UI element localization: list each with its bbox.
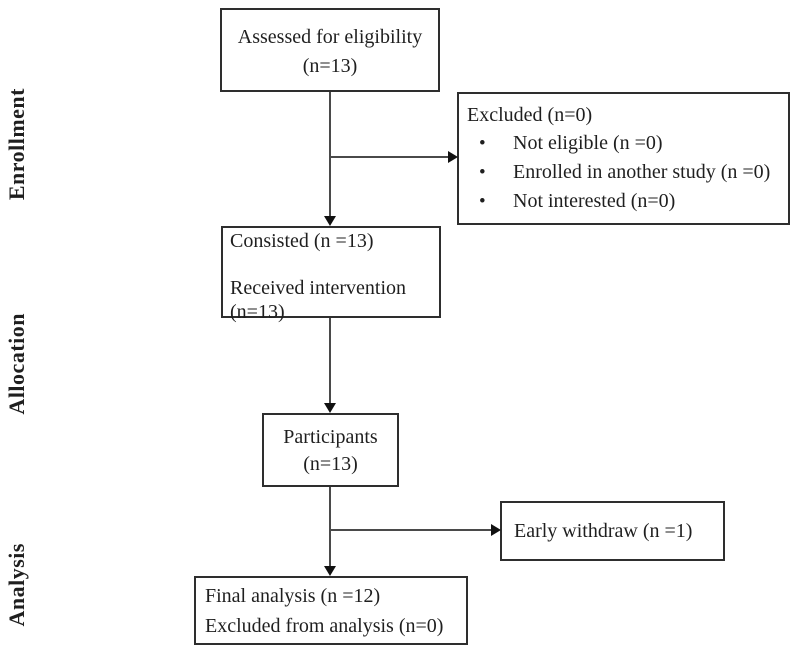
connector-participants-to-final [329, 487, 331, 569]
participants-text: Participants [283, 426, 378, 448]
participants-box: Participants (n=13) [262, 413, 399, 487]
connector-consisted-to-participants [329, 318, 331, 406]
stage-label-enrollment: Enrollment [4, 88, 29, 201]
arrowhead-down-consisted-icon [324, 216, 336, 226]
arrowhead-right-excluded-icon [448, 151, 458, 163]
excluded-reason-item: Not eligible (n =0) [479, 129, 784, 158]
arrowhead-down-final-analysis-icon [324, 566, 336, 576]
early-withdraw-text: Early withdraw (n =1) [514, 519, 693, 542]
excluded-from-analysis-text: Excluded from analysis (n=0) [205, 615, 444, 637]
early-withdraw-box: Early withdraw (n =1) [500, 501, 725, 561]
connector-assessed-to-consisted [329, 92, 331, 219]
consisted-text: Consisted (n =13) [230, 230, 374, 252]
connector-branch-to-early-withdraw [330, 529, 492, 531]
arrowhead-down-participants-icon [324, 403, 336, 413]
excluded-box: Excluded (n=0) Not eligible (n =0)Enroll… [457, 92, 790, 225]
participants-count: (n=13) [303, 453, 358, 475]
assessed-eligibility-count: (n=13) [302, 55, 358, 77]
excluded-reason-list: Not eligible (n =0)Enrolled in another s… [467, 129, 784, 216]
received-intervention-text: Received intervention (n=13) [230, 277, 407, 323]
excluded-title: Excluded (n=0) [467, 104, 593, 126]
stage-label-analysis: Analysis [4, 543, 29, 627]
connector-branch-to-excluded [330, 156, 450, 158]
assessed-eligibility-text: Assessed for eligibility [237, 26, 423, 48]
final-analysis-box: Final analysis (n =12) Excluded from ana… [194, 576, 468, 645]
excluded-reason-item: Enrolled in another study (n =0) [479, 158, 784, 187]
stage-label-allocation: Allocation [4, 313, 29, 415]
arrowhead-right-early-withdraw-icon [491, 524, 501, 536]
excluded-reason-item: Not interested (n=0) [479, 187, 784, 216]
final-analysis-text: Final analysis (n =12) [205, 585, 381, 607]
consisted-box: Consisted (n =13) Received intervention … [221, 226, 441, 323]
assessed-eligibility-box: Assessed for eligibility (n=13) [220, 8, 440, 92]
